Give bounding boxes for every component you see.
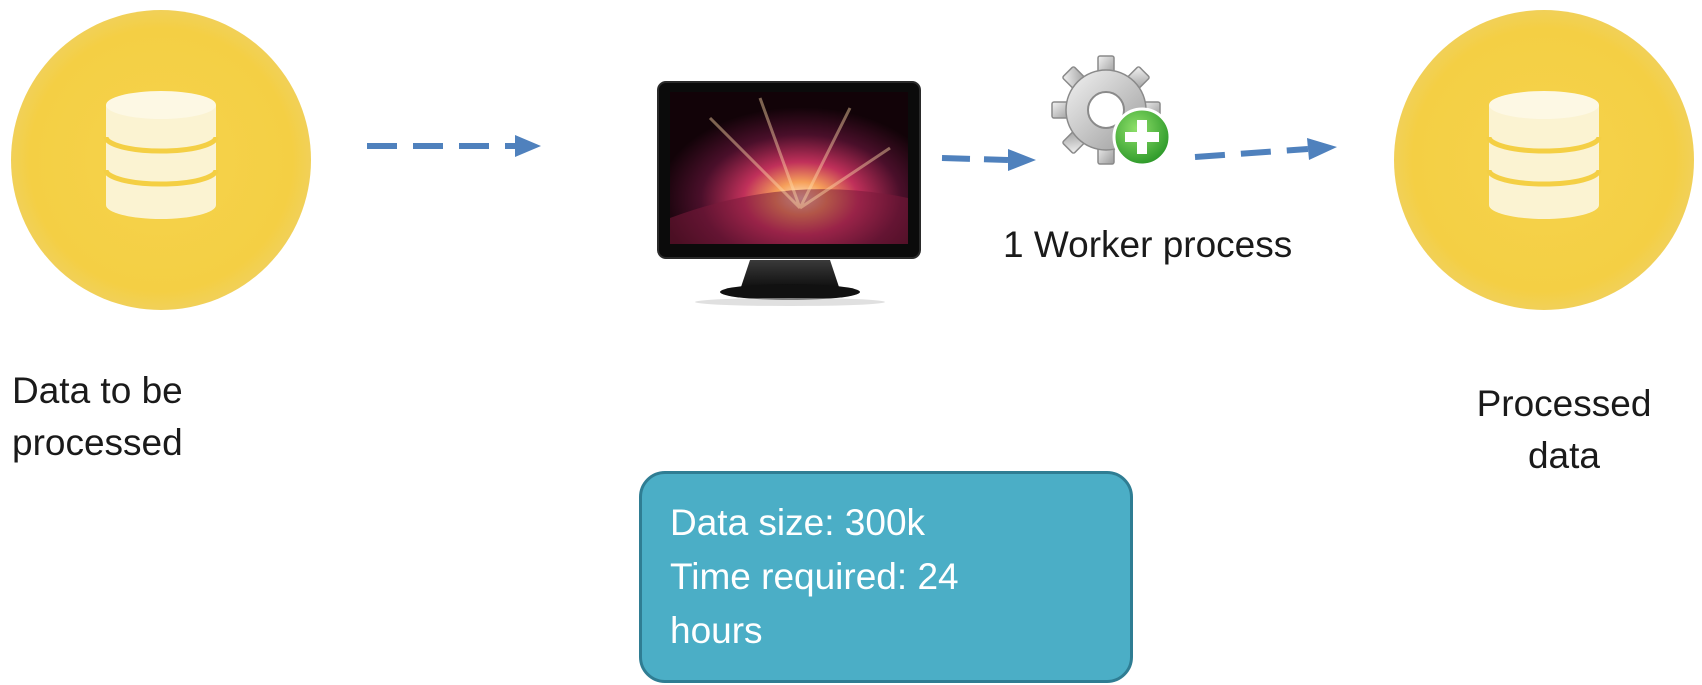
processed-data-label-line1: Processed (1476, 383, 1652, 424)
flow-arrow-1 (367, 135, 541, 157)
gear-plus-icon (1051, 55, 1172, 167)
processed-data-label: Processed data (1444, 378, 1684, 482)
info-box: Data size: 300k Time required: 24 hours (639, 471, 1133, 683)
info-time-unit: hours (670, 610, 763, 651)
source-data-label-line2: processed (12, 422, 183, 463)
database-icon (103, 91, 219, 219)
source-data-label-line1: Data to be (12, 370, 183, 411)
info-data-size: Data size: 300k (670, 502, 926, 543)
worker-process-label: 1 Worker process (1003, 224, 1293, 265)
processed-data-label-line2: data (1527, 435, 1600, 476)
flow-arrow-2 (941, 149, 1036, 171)
flow-arrow-3 (1194, 138, 1337, 160)
monitor-icon (657, 81, 921, 306)
database-icon (1486, 91, 1602, 219)
source-data-circle (11, 10, 311, 310)
info-time-required: Time required: 24 (670, 556, 959, 597)
source-data-label: Data to be processed (12, 365, 183, 469)
processed-data-circle (1394, 10, 1694, 310)
